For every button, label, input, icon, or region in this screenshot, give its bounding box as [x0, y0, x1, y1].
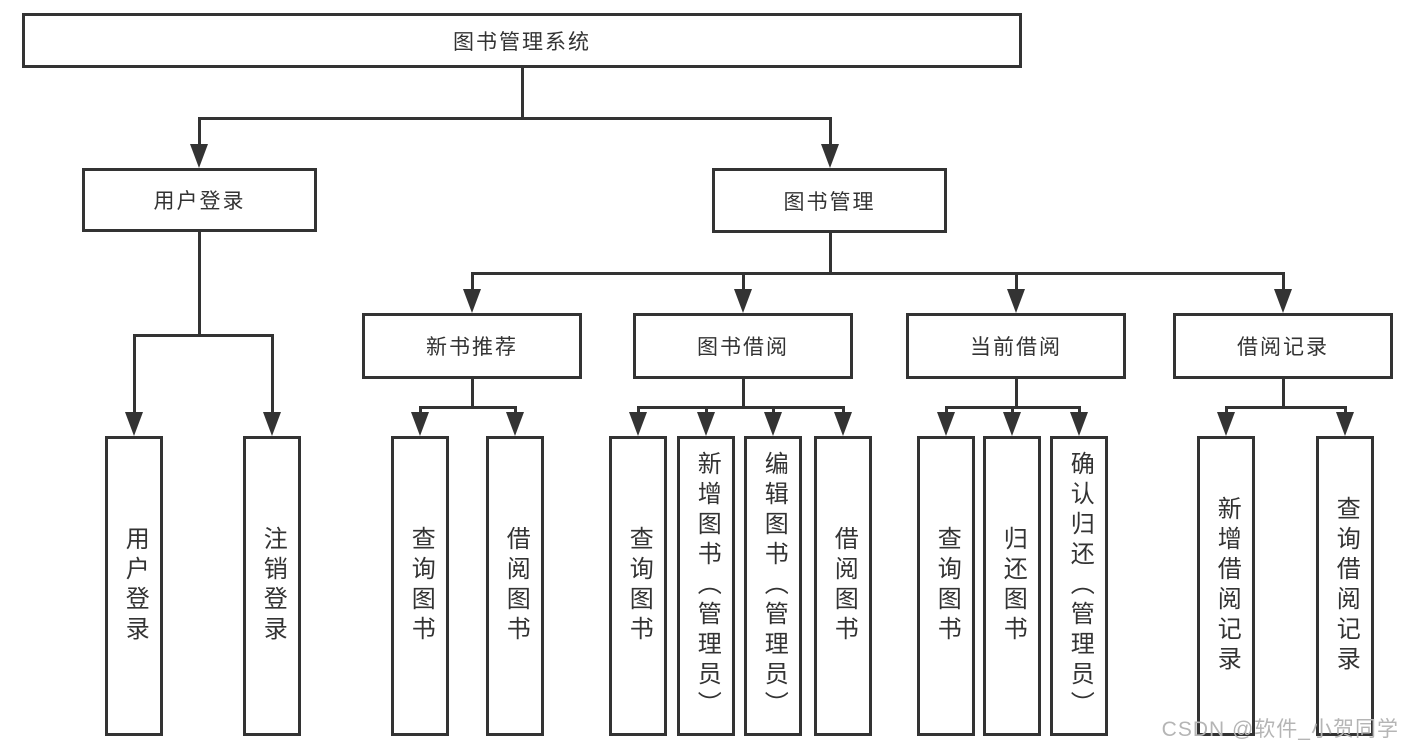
connector-line — [1224, 405, 1347, 409]
arrow-down-icon — [463, 289, 481, 313]
arrow-down-icon — [1070, 412, 1088, 436]
connector-line — [1014, 379, 1018, 409]
node-leaf-query-book-2: 查询图书 — [609, 436, 667, 736]
watermark: CSDN @软件_小贺同学 — [1161, 718, 1399, 741]
node-new-book-rec: 新书推荐 — [362, 313, 582, 379]
node-current-borrow: 当前借阅 — [906, 313, 1126, 379]
node-label: 编辑图书（管理员） — [760, 451, 788, 721]
node-borrow-records: 借阅记录 — [1173, 313, 1393, 379]
node-leaf-confirm-return: 确认归还（管理员） — [1050, 436, 1108, 736]
connector-line — [197, 118, 201, 150]
node-label: 用户登录 — [121, 526, 149, 646]
connector-line — [828, 118, 832, 150]
arrow-down-icon — [1003, 412, 1021, 436]
connector-line — [270, 335, 274, 418]
arrow-down-icon — [506, 412, 524, 436]
node-label: 借阅图书 — [502, 526, 530, 646]
node-leaf-return-book: 归还图书 — [983, 436, 1041, 736]
arrow-down-icon — [411, 412, 429, 436]
connector-line — [1281, 273, 1285, 295]
node-root: 图书管理系统 — [22, 13, 1022, 68]
arrow-down-icon — [1336, 412, 1354, 436]
node-label: 图书借阅 — [697, 336, 789, 359]
connector-line — [1281, 379, 1285, 409]
node-leaf-borrow-book-2: 借阅图书 — [814, 436, 872, 736]
connector-line — [741, 379, 745, 409]
node-label: 图书管理系统 — [453, 30, 591, 54]
node-label: 新增图书（管理员） — [693, 451, 721, 721]
node-user-login: 用户登录 — [82, 168, 317, 232]
connector-line — [470, 379, 474, 409]
arrow-down-icon — [937, 412, 955, 436]
arrow-down-icon — [764, 412, 782, 436]
node-label: 归还图书 — [999, 526, 1027, 646]
arrow-down-icon — [1217, 412, 1235, 436]
connector-line — [197, 232, 201, 337]
node-label: 查询图书 — [933, 526, 961, 646]
arrow-down-icon — [834, 412, 852, 436]
node-leaf-user-login: 用户登录 — [105, 436, 163, 736]
node-label: 当前借阅 — [970, 336, 1062, 359]
connector-line — [470, 271, 1285, 275]
node-label: 新增借阅记录 — [1213, 496, 1241, 676]
node-leaf-query-book-3: 查询图书 — [917, 436, 975, 736]
node-leaf-borrow-book-1: 借阅图书 — [486, 436, 544, 736]
node-leaf-logout: 注销登录 — [243, 436, 301, 736]
node-label: 查询图书 — [407, 526, 435, 646]
node-leaf-query-book-1: 查询图书 — [391, 436, 449, 736]
node-label: 查询借阅记录 — [1332, 496, 1360, 676]
node-book-borrow: 图书借阅 — [633, 313, 853, 379]
arrow-down-icon — [125, 412, 143, 436]
connector-line — [520, 68, 524, 120]
connector-line — [470, 273, 474, 295]
node-leaf-add-record: 新增借阅记录 — [1197, 436, 1255, 736]
arrow-down-icon — [1274, 289, 1292, 313]
connector-line — [636, 405, 845, 409]
node-label: 确认归还（管理员） — [1066, 451, 1094, 721]
connector-line — [132, 333, 274, 337]
node-label: 借阅图书 — [830, 526, 858, 646]
connector-line — [828, 233, 832, 275]
node-label: 新书推荐 — [426, 336, 518, 359]
arrow-down-icon — [821, 144, 839, 168]
arrow-down-icon — [734, 289, 752, 313]
connector-line — [197, 116, 832, 120]
arrow-down-icon — [190, 144, 208, 168]
node-label: 用户登录 — [153, 190, 246, 213]
node-book-mgmt: 图书管理 — [712, 168, 947, 233]
connector-line — [1014, 273, 1018, 295]
node-label: 借阅记录 — [1237, 336, 1329, 359]
connector-line — [418, 405, 517, 409]
arrow-down-icon — [697, 412, 715, 436]
arrow-down-icon — [263, 412, 281, 436]
arrow-down-icon — [629, 412, 647, 436]
node-label: 查询图书 — [625, 526, 653, 646]
node-label: 注销登录 — [259, 526, 287, 646]
arrow-down-icon — [1007, 289, 1025, 313]
connector-line — [132, 335, 136, 418]
node-leaf-query-record: 查询借阅记录 — [1316, 436, 1374, 736]
node-leaf-add-book: 新增图书（管理员） — [677, 436, 735, 736]
node-leaf-edit-book: 编辑图书（管理员） — [744, 436, 802, 736]
node-label: 图书管理 — [783, 190, 876, 214]
connector-line — [741, 273, 745, 295]
